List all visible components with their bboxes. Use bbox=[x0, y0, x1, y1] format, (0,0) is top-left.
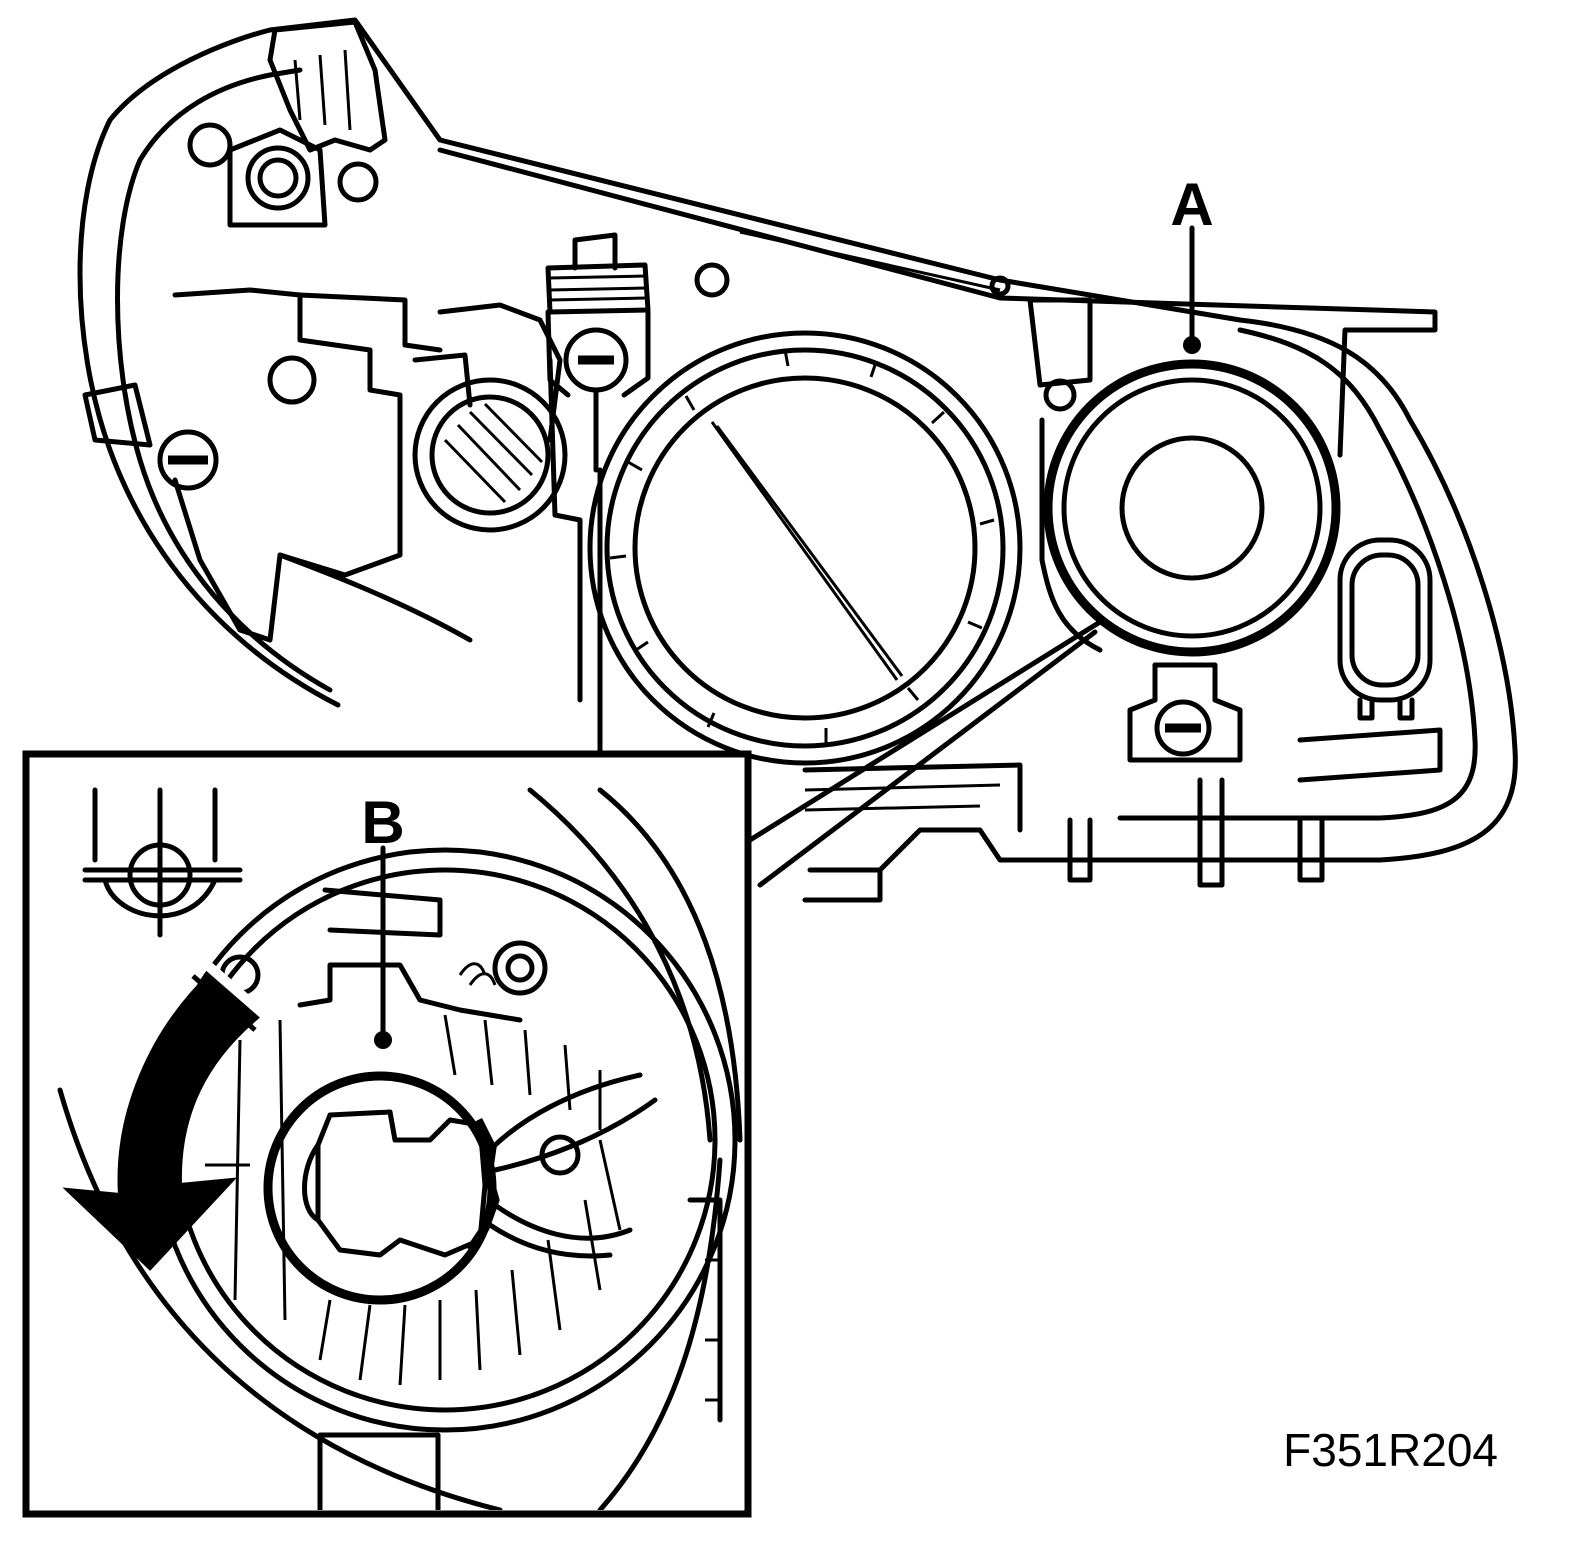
detail-inset bbox=[22, 750, 752, 1518]
callout-a: A bbox=[1170, 171, 1214, 354]
callout-b-label: B bbox=[361, 789, 404, 856]
callout-b: B bbox=[361, 789, 405, 1049]
rotation-arrow bbox=[62, 967, 263, 1271]
headlamp-housing bbox=[77, 17, 1518, 903]
callout-a-label: A bbox=[1170, 171, 1213, 238]
figure-code: F351R204 bbox=[1283, 1424, 1498, 1476]
